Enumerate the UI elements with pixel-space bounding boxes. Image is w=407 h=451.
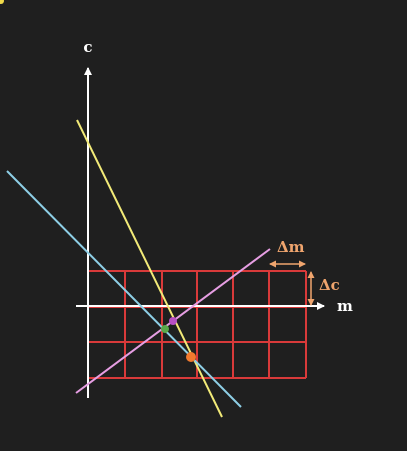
corner-dot	[0, 0, 4, 4]
green-point	[161, 325, 169, 333]
delta-c-label: Δc	[319, 276, 340, 294]
horizontal-axis-label: m	[337, 297, 353, 315]
vertical-axis-label: c	[83, 38, 92, 56]
orange-point	[186, 352, 196, 362]
delta-m-label: Δm	[277, 238, 305, 256]
yellow-line	[76, 119, 223, 418]
blue-line	[6, 170, 242, 408]
purple-point	[169, 317, 177, 325]
